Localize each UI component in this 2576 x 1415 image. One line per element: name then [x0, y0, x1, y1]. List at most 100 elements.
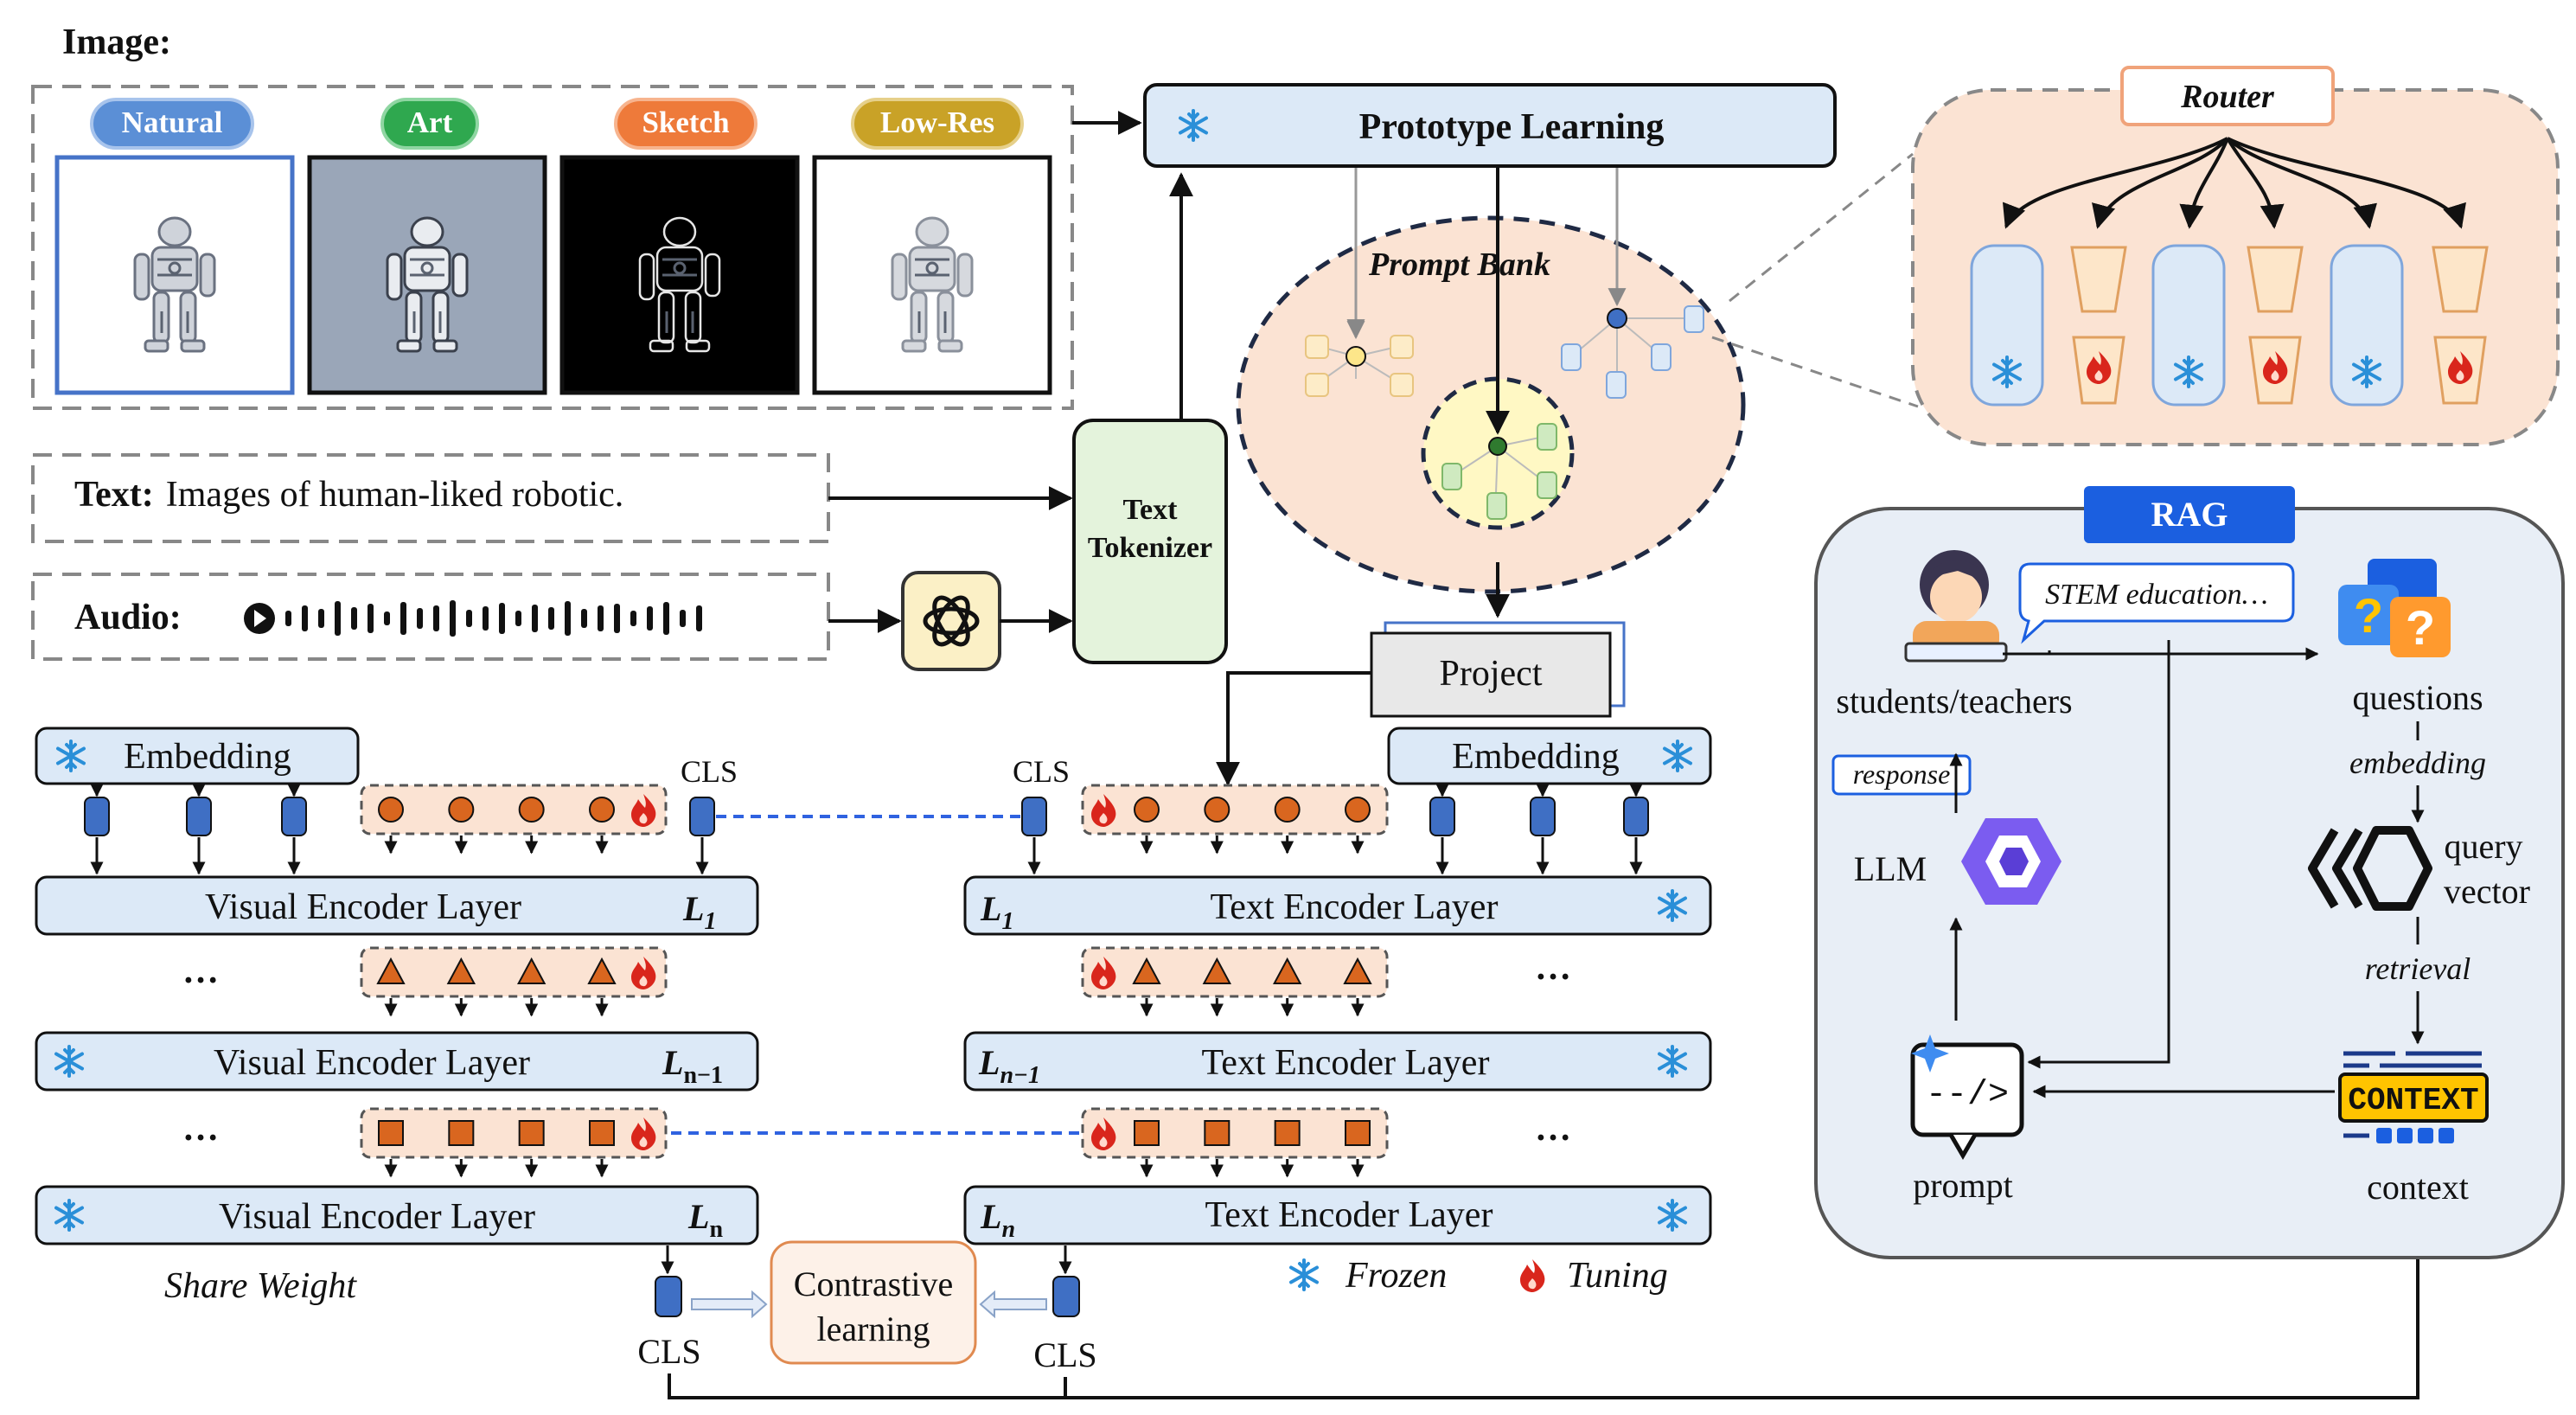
domain-pill-low-res: Low-Res	[851, 98, 1024, 150]
audio-input-frame	[31, 573, 830, 661]
visual-ellipsis-1: …	[182, 951, 219, 991]
waveform-bar	[450, 600, 456, 637]
text-prompt-group-1	[1081, 784, 1389, 855]
text-tokenizer-box: Text Tokenizer	[1072, 419, 1228, 664]
text-cls-token	[1021, 797, 1047, 836]
contrastive-arrows	[691, 1290, 1047, 1319]
prompt-cluster-blue	[1561, 305, 1704, 399]
text-prompt-group-3	[1081, 1107, 1389, 1178]
svg-text:Art: Art	[407, 106, 453, 139]
contrastive-learning-box: Contrastive learning	[770, 1240, 977, 1365]
text-embedding-token	[1530, 797, 1556, 836]
prompt-token	[587, 957, 617, 984]
text-cls-label: CLS	[1013, 754, 1070, 789]
audio-waveform-icon	[244, 600, 702, 637]
natural-robot-image	[54, 155, 295, 395]
visual-cls-label: CLS	[681, 754, 738, 789]
prompt-token	[1202, 957, 1232, 984]
svg-text:Router: Router	[2180, 79, 2275, 115]
waveform-bar	[548, 607, 554, 630]
text-encoder-layer-n-1: Ln−1 Text Encoder Layer	[963, 1031, 1712, 1092]
visual-prompt-group-3	[360, 1107, 668, 1178]
svg-text:Text Encoder Layer: Text Encoder Layer	[1202, 1043, 1490, 1083]
prompt-token	[1132, 957, 1161, 984]
waveform-bar	[581, 609, 587, 628]
stem-speech-bubble: STEM education…	[2018, 562, 2295, 644]
rag-title: RAG	[2151, 495, 2228, 534]
prompt-token	[448, 1120, 475, 1146]
bubble-to-prompt-arrow	[2027, 640, 2170, 1069]
svg-text:Natural: Natural	[122, 106, 223, 139]
svg-text:Ln: Ln	[980, 1197, 1015, 1243]
visual-encoder-layer-n: Visual Encoder Layer Ln	[35, 1185, 759, 1245]
legend-tuning-label: Tuning	[1567, 1256, 1668, 1296]
waveform-bar	[598, 605, 604, 631]
router-link-bottom	[1711, 336, 1919, 408]
visual-embedding-token	[84, 797, 110, 836]
questions-label: questions	[2352, 678, 2483, 717]
text-ellipsis-2: …	[1535, 1109, 1571, 1149]
waveform-bar	[532, 605, 538, 632]
svg-text:Visual Encoder Layer: Visual Encoder Layer	[214, 1043, 530, 1083]
query-label: query	[2444, 827, 2522, 866]
prompt-token	[518, 1120, 545, 1146]
text-embedding-box: Embedding	[1387, 727, 1712, 785]
waveform-bar	[417, 608, 423, 629]
prompt-token	[376, 957, 406, 984]
legend-frozen-icon	[1289, 1258, 1319, 1291]
svg-text:Text: Text	[1123, 494, 1179, 526]
visual-ellipsis-2: …	[182, 1109, 219, 1149]
text-input: Text:Images of human-liked robotic.	[74, 475, 623, 515]
router-adapter-tuning-2	[2247, 246, 2304, 405]
waveform-bar	[483, 606, 489, 631]
waveform-bar	[433, 605, 439, 631]
waveform-bar	[499, 603, 505, 634]
legend-tuning-icon	[1520, 1259, 1545, 1292]
prompt-token	[1274, 797, 1301, 823]
svg-text:Sketch: Sketch	[642, 106, 729, 139]
svg-text:Ln: Ln	[687, 1197, 723, 1243]
svg-text:L1: L1	[980, 889, 1013, 935]
domain-pill-art: Art	[380, 98, 479, 150]
svg-text:Visual Encoder Layer: Visual Encoder Layer	[219, 1197, 535, 1237]
low-res-robot-image	[812, 155, 1052, 395]
svg-text:?: ?	[2406, 600, 2435, 655]
svg-text:Low-Res: Low-Res	[880, 106, 994, 139]
waveform-bar	[302, 605, 308, 631]
prompt-token	[1272, 957, 1302, 984]
svg-text:CONTEXT: CONTEXT	[2348, 1083, 2478, 1118]
waveform-bar	[335, 601, 341, 636]
svg-text:?: ?	[2354, 588, 2383, 643]
prompt-icon: --/>	[1910, 1034, 2024, 1160]
query-vector-icon	[2308, 826, 2432, 911]
context-label: context	[2367, 1168, 2469, 1207]
context-icon: CONTEXT	[2338, 1051, 2489, 1143]
prompt-token	[1274, 1120, 1301, 1146]
llm-icon	[1961, 818, 2061, 905]
text-input-frame	[31, 453, 830, 543]
prompt-cluster-green	[1421, 376, 1575, 530]
waveform-bar	[400, 602, 406, 635]
svg-text:Text Encoder Layer: Text Encoder Layer	[1205, 1195, 1493, 1235]
visual-prompt-group-1	[360, 784, 668, 855]
image-section-title: Image:	[62, 22, 171, 62]
waveform-bar	[614, 604, 620, 633]
students-teachers-icon	[1904, 550, 2008, 663]
sketch-robot-image	[559, 155, 800, 395]
svg-text:STEM education…: STEM education…	[2045, 579, 2268, 611]
waveform-bar	[384, 611, 390, 625]
text-prompt-group-2	[1081, 946, 1389, 1017]
waveform-bar	[515, 611, 521, 626]
retrieval-label: retrieval	[2365, 951, 2471, 986]
prompt-token	[446, 957, 476, 984]
text-encoder-layer-1: L1 Text Encoder Layer	[963, 875, 1712, 936]
prompt-token	[1204, 1120, 1230, 1146]
share-weight-label: Share Weight	[164, 1266, 357, 1306]
visual-encoder-layer-n-1: Visual Encoder Layer Ln−1	[35, 1031, 759, 1092]
users-to-questions-arrow	[2003, 650, 2317, 654]
art-robot-image	[307, 155, 547, 395]
project-to-text-prompt-arrow	[1216, 671, 1371, 786]
rag-panel: RAG students/teachers STEM education… ? …	[1814, 486, 2565, 1259]
svg-text:Tokenizer: Tokenizer	[1088, 532, 1212, 564]
visual-output-cls-token	[655, 1276, 682, 1317]
